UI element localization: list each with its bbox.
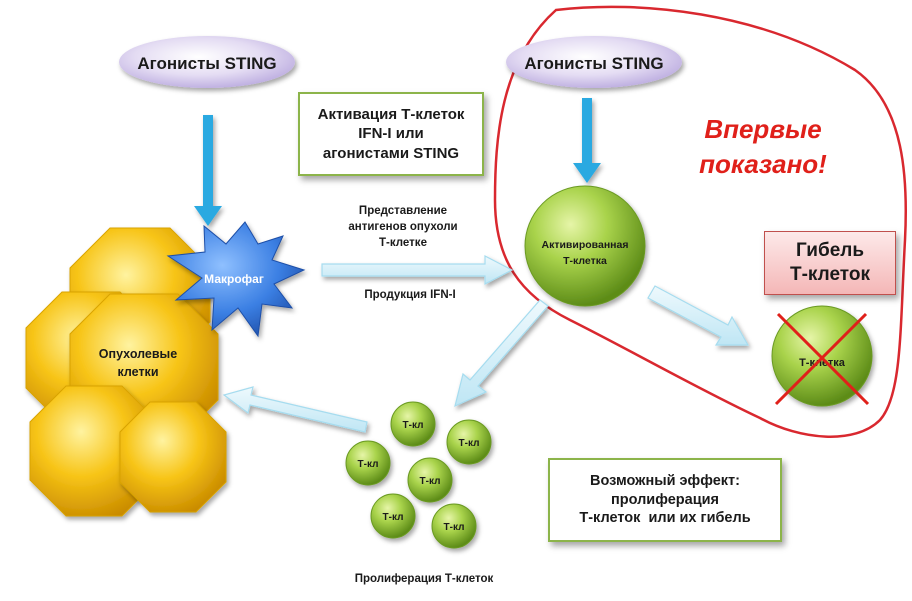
agonist-left-ellipse — [119, 36, 295, 88]
antigen-presentation-line1: Представление — [359, 205, 447, 217]
arrow-proliferation-to-tumor — [222, 386, 368, 433]
arrow-macrophage-to-tcell — [321, 255, 514, 285]
agonist-right-label: Агонисты STING — [524, 54, 663, 73]
arrow-down-right — [573, 98, 601, 183]
proliferation-cluster: Т-кл Т-кл Т-кл Т-кл Т-кл Т-кл — [345, 401, 492, 549]
tumor-cell — [119, 401, 227, 513]
tumor-cells-label-line2: клетки — [117, 365, 158, 379]
highlight-outline — [493, 5, 908, 438]
first-shown-line2: показано! — [699, 149, 827, 180]
small-tcell — [390, 401, 436, 447]
activation-box: Активация Т-клеток IFN-I или агонистами … — [298, 92, 484, 176]
small-tcell — [345, 440, 391, 486]
small-tcell-label: Т-кл — [383, 512, 404, 523]
activated-tcell-label-line2: Т-клетка — [563, 255, 607, 267]
proliferation-caption: Пролиферация Т-клеток — [355, 573, 494, 585]
arrow-down-left — [194, 115, 222, 226]
activation-line1: Активация Т-клеток — [317, 105, 465, 123]
possible-effect-line2: пролиферация — [610, 491, 719, 508]
small-tcell-label: Т-кл — [358, 459, 379, 470]
activation-line2: IFN-I или — [358, 125, 424, 143]
macrophage-shape — [166, 221, 306, 338]
small-tcell — [431, 503, 477, 549]
activated-tcell — [524, 185, 646, 307]
small-tcell-label: Т-кл — [444, 522, 465, 533]
possible-effect-line3: Т-клеток или их гибель — [579, 510, 751, 527]
activated-tcell-label-line1: Активированная — [542, 239, 629, 251]
antigen-presentation-line3: Т-клетке — [379, 237, 427, 249]
first-shown-text: Впервые показано! — [678, 112, 848, 182]
possible-effect-box: Возможный эффект: пролиферация Т-клеток … — [548, 458, 782, 542]
death-line1: Гибель — [795, 240, 865, 262]
arrow-tcell-to-proliferation — [454, 299, 549, 408]
macrophage-label: Макрофаг — [204, 272, 264, 286]
ifn-production-label: Продукция IFN-I — [364, 289, 455, 301]
dead-tcell-label: Т-клетка — [799, 357, 846, 369]
tumor-cells-label-line1: Опухолевые — [99, 347, 177, 361]
small-tcell — [446, 419, 492, 465]
antigen-presentation-line2: антигенов опухоли — [348, 221, 457, 233]
tcell-death-box: Гибель Т-клеток — [764, 231, 896, 295]
small-tcell-label: Т-кл — [459, 438, 480, 449]
small-tcell — [370, 493, 416, 539]
arrow-tcell-to-death — [647, 285, 750, 346]
small-tcell-label: Т-кл — [420, 476, 441, 487]
possible-effect-line1: Возможный эффект: — [590, 472, 740, 489]
small-tcell — [407, 457, 453, 503]
cross-icon — [774, 312, 868, 406]
death-line2: Т-клеток — [790, 264, 870, 285]
small-tcell-label: Т-кл — [403, 420, 424, 431]
first-shown-line1: Впервые — [704, 114, 822, 144]
activation-line3: агонистами STING — [322, 144, 460, 162]
agonist-right-ellipse — [506, 36, 682, 88]
agonist-left-label: Агонисты STING — [137, 54, 276, 73]
